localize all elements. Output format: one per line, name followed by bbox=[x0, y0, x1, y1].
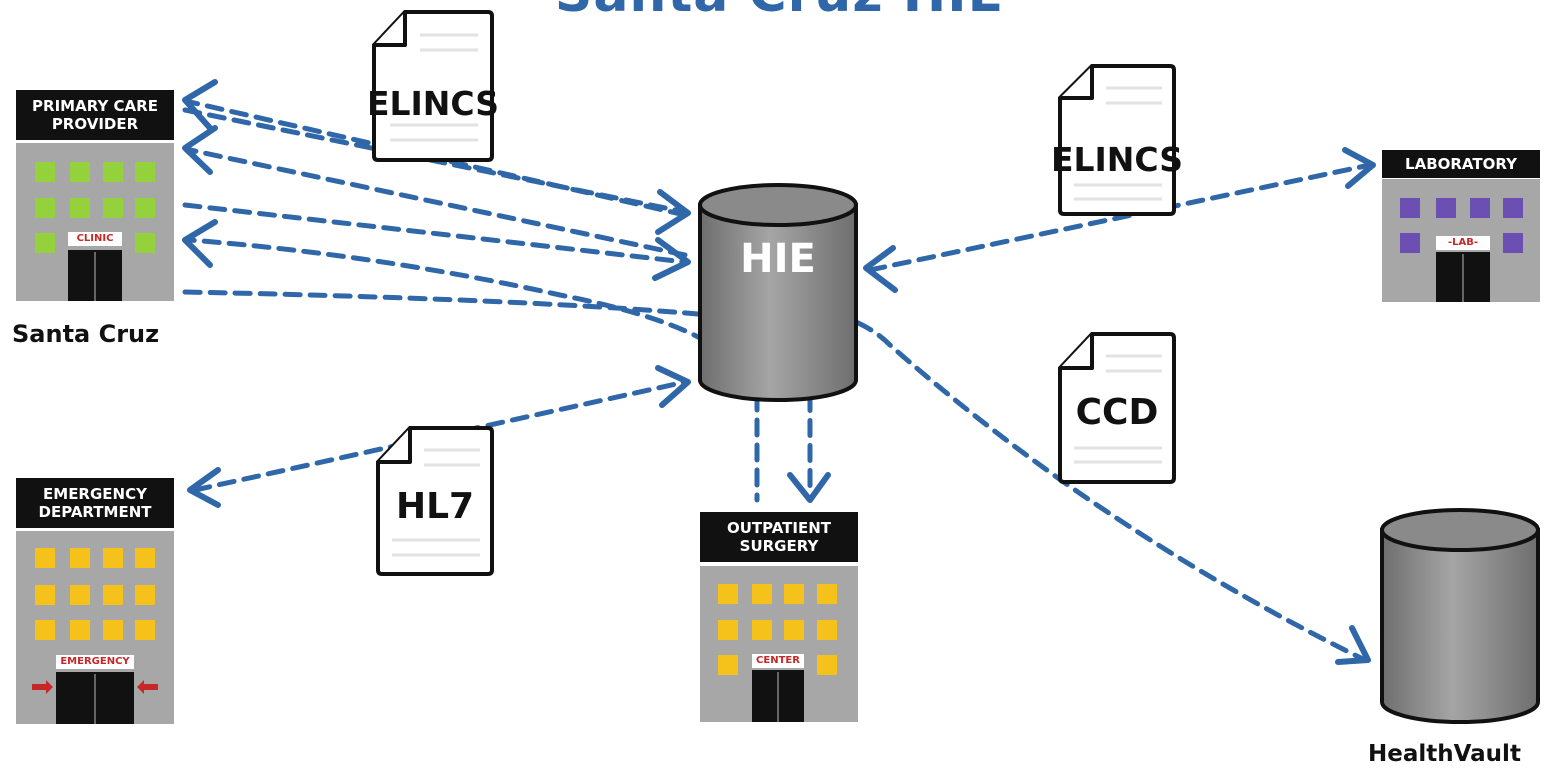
elincs-left-label: ELINCS bbox=[366, 84, 500, 123]
hie-database-icon bbox=[698, 183, 858, 402]
santa-cruz-label: Santa Cruz bbox=[12, 320, 160, 348]
laboratory-building-icon bbox=[1382, 179, 1540, 302]
document-ccd-icon bbox=[1058, 332, 1176, 484]
arrowheads bbox=[182, 79, 1376, 665]
laboratory-label: LABORATORY bbox=[1382, 150, 1540, 178]
arrowhead-outpatient bbox=[787, 472, 831, 503]
document-elincs-left-icon bbox=[372, 10, 494, 162]
arrowhead-primary-care-low bbox=[182, 219, 218, 268]
outpatient-building-icon bbox=[700, 566, 858, 722]
arrow-hie-to-primary-care-2 bbox=[187, 147, 688, 258]
arrowhead-hie-top bbox=[655, 189, 691, 235]
center-sign: CENTER bbox=[752, 654, 804, 668]
arrowhead-laboratory bbox=[1342, 147, 1376, 189]
healthvault-label: HealthVault bbox=[1368, 741, 1521, 767]
arrowhead-emergency bbox=[187, 467, 221, 508]
arrow-primary-care-to-hie-2 bbox=[182, 202, 688, 265]
emergency-label: EMERGENCY DEPARTMENT bbox=[16, 478, 174, 528]
arrowhead-healthvault bbox=[1335, 625, 1371, 665]
clinic-sign: CLINIC bbox=[68, 232, 122, 246]
emergency-sign: EMERGENCY bbox=[56, 655, 134, 669]
primary-care-label: PRIMARY CARE PROVIDER bbox=[16, 90, 174, 140]
page-title: Santa Cruz HIE bbox=[0, 0, 1559, 24]
arrowhead-hie-mid bbox=[652, 237, 691, 281]
emergency-building-icon bbox=[16, 531, 174, 724]
lab-sign: -LAB- bbox=[1436, 236, 1490, 250]
ccd-label: CCD bbox=[1075, 392, 1159, 433]
arrowhead-hie-right bbox=[863, 245, 898, 293]
primary-care-building-icon bbox=[16, 143, 174, 301]
hl7-label: HL7 bbox=[395, 486, 475, 527]
arrowhead-primary-care-top bbox=[182, 79, 218, 131]
elincs-right-label: ELINCS bbox=[1050, 140, 1184, 179]
arrow-hie-to-laboratory bbox=[867, 162, 1373, 273]
document-hl7-icon bbox=[376, 426, 494, 576]
outpatient-label: OUTPATIENT SURGERY bbox=[700, 512, 858, 562]
arrowhead-primary-care-mid bbox=[182, 125, 218, 175]
hie-label: HIE bbox=[740, 236, 816, 282]
document-elincs-right-icon bbox=[1058, 64, 1176, 216]
arrowhead-hie-left-low bbox=[655, 365, 691, 408]
healthvault-database-icon bbox=[1380, 508, 1540, 724]
